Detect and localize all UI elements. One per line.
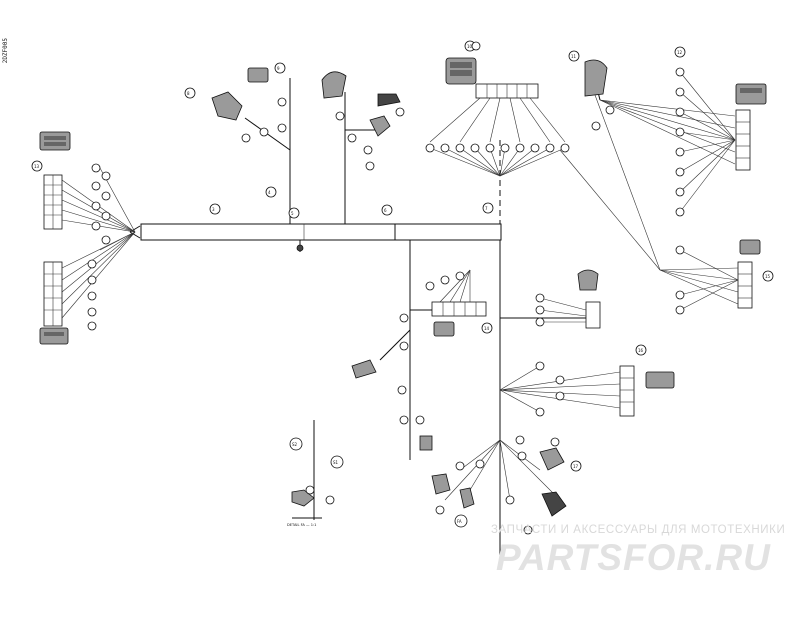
svg-text:S1: S1 xyxy=(333,460,339,465)
watermark-logo: PARTSFOR.RU xyxy=(496,537,771,578)
callout-bubble: 14 xyxy=(481,322,493,334)
callout-bubble: 3 xyxy=(209,203,221,215)
svg-text:14: 14 xyxy=(484,326,490,331)
lower-center-branch xyxy=(351,329,567,517)
svg-text:6: 6 xyxy=(384,208,387,213)
right-middle-wire-fan xyxy=(659,249,739,311)
svg-text:13: 13 xyxy=(34,164,40,169)
callout-bubble: 17 xyxy=(570,460,582,472)
detail-fa: DETAIL FA — 1:1 xyxy=(287,420,322,527)
callout-bubble: 12 xyxy=(674,46,686,58)
callout-bubble: S2 xyxy=(289,437,303,451)
right-middle-connector xyxy=(737,239,761,309)
minor-callouts xyxy=(87,41,685,535)
callout-bubble: 5 xyxy=(288,207,300,219)
left-wire-fan xyxy=(61,167,136,319)
callout-bubble: 16 xyxy=(635,344,647,356)
detail-label: DETAIL FA — 1:1 xyxy=(287,523,316,527)
svg-text:5: 5 xyxy=(291,211,294,216)
callout-bubble: 9 xyxy=(274,62,286,74)
svg-text:FA: FA xyxy=(457,519,462,524)
callout-bubble: 11 xyxy=(568,50,580,62)
svg-text:7: 7 xyxy=(485,206,488,211)
callout-bubble: 13 xyxy=(31,160,43,172)
top-center-wire-fan xyxy=(429,97,566,177)
left-bottom-connector xyxy=(39,261,69,345)
lower-right-connector xyxy=(499,365,675,417)
svg-text:15: 15 xyxy=(765,274,771,279)
callout-bubbles: 3 4 5 6 7 8 9 10 11 12 13 14 15 16 17 S2… xyxy=(31,40,774,528)
sensor-connector xyxy=(321,71,347,99)
svg-text:4: 4 xyxy=(268,190,271,195)
upper-left-connector xyxy=(211,91,243,121)
svg-text:17: 17 xyxy=(573,464,579,469)
svg-text:12: 12 xyxy=(677,50,683,55)
svg-text:9: 9 xyxy=(277,66,280,71)
svg-text:8: 8 xyxy=(187,91,190,96)
callout-bubble: S1 xyxy=(330,455,344,469)
callout-bubble: FA xyxy=(454,514,468,528)
svg-text:11: 11 xyxy=(571,54,577,59)
left-top-connector xyxy=(39,131,71,230)
right-top-connector xyxy=(735,83,767,171)
watermark-tagline: ЗАПЧАСТИ И АКСЕССУАРЫ ДЛЯ МОТОТЕХНИКИ xyxy=(491,524,786,536)
right-top-wire-fan xyxy=(559,59,736,271)
svg-text:S2: S2 xyxy=(292,442,298,447)
right-side-pin-block xyxy=(500,269,601,329)
center-right-pin-block xyxy=(409,240,487,460)
callout-bubble: 4 xyxy=(265,186,277,198)
svg-text:16: 16 xyxy=(638,348,644,353)
ecu-connector-top xyxy=(445,57,539,99)
upper-middle-connector xyxy=(247,67,269,83)
upper-branches xyxy=(244,78,375,252)
callout-bubble: 8 xyxy=(184,87,196,99)
callout-bubble: 6 xyxy=(381,204,393,216)
svg-text:3: 3 xyxy=(212,207,215,212)
callout-bubble: 7 xyxy=(482,202,494,214)
callout-bubble: 15 xyxy=(762,270,774,282)
right-upper-connector xyxy=(369,93,401,137)
main-harness-trunk xyxy=(129,140,502,560)
svg-text:10: 10 xyxy=(467,44,473,49)
